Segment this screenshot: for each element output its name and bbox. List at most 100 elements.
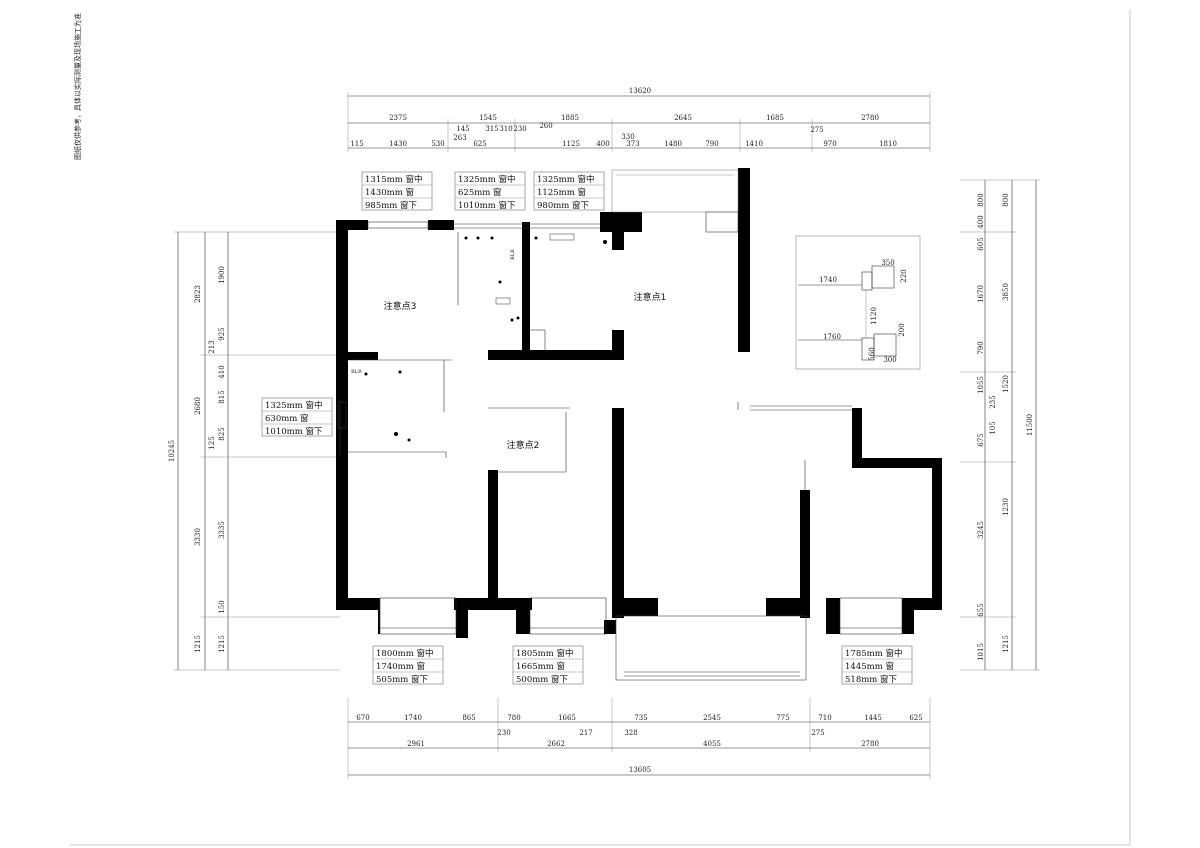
window-table-1: 1315mm 窗中 1430mm 窗 985mm 窗下: [361, 171, 433, 211]
left-overall-dim: 10245: [168, 440, 176, 462]
top-dim-260: 260: [539, 122, 552, 130]
top-dim-400: 400: [596, 140, 609, 148]
left-dim-1215: 1215: [194, 635, 202, 653]
right-dim-3245: 3245: [977, 521, 985, 539]
top-dim-1885: 1885: [561, 114, 579, 122]
table-6-row-3: 500mm 窗下: [516, 674, 569, 685]
top-dim-315: 315: [485, 125, 498, 133]
bottom-dim-217: 217: [579, 729, 592, 737]
right-dim-235: 235: [989, 395, 997, 408]
inset-dim-300: 300: [883, 356, 896, 364]
left-dim-410: 410: [218, 365, 226, 378]
bottom-dim-4055: 4055: [703, 740, 721, 748]
table-1-row-3: 985mm 窗下: [365, 200, 418, 211]
bottom-dim-1740: 1740: [404, 714, 422, 722]
top-dim-1410: 1410: [745, 140, 763, 148]
window-table-4: 1325mm 窗中 630mm 窗 1010mm 窗下: [261, 397, 333, 437]
inset-dim-350: 350: [881, 259, 894, 267]
top-dim-145: 145: [456, 125, 469, 133]
table-3-row-1: 1325mm 窗中: [537, 174, 594, 185]
right-dim-605: 605: [977, 237, 985, 250]
bottom-overall-dim: 13605: [629, 766, 651, 774]
top-dim-373: 373: [626, 140, 639, 148]
right-dim-1055: 1055: [977, 376, 985, 394]
bottom-dim-1665: 1665: [558, 714, 576, 722]
left-dim-2823: 2823: [194, 285, 202, 303]
window-table-2: 1325mm 窗中 625mm 窗 1010mm 窗下: [454, 171, 526, 211]
bottom-dim-2662: 2662: [547, 740, 565, 748]
bottom-dim-2780: 2780: [861, 740, 879, 748]
inset-detail: 1740 350 220 1120 1760 200 560 300: [795, 235, 921, 370]
top-dim-1125: 1125: [562, 140, 580, 148]
table-4-row-3: 1010mm 窗下: [265, 426, 323, 437]
top-dim-230: 230: [513, 125, 526, 133]
table-6-row-2: 1665mm 窗: [516, 661, 565, 672]
walls: [336, 168, 942, 638]
left-dim-213: 213: [208, 340, 216, 353]
bottom-dim-230: 230: [497, 729, 510, 737]
top-dim-2645: 2645: [674, 114, 692, 122]
left-dim-1900: 1900: [218, 266, 226, 284]
table-2-row-3: 1010mm 窗下: [458, 200, 516, 211]
left-dim-3335: 3335: [218, 521, 226, 539]
left-dim-2680: 2680: [194, 397, 202, 415]
left-dim-815: 815: [218, 390, 226, 403]
fixture-dots: [364, 236, 607, 442]
table-7-row-3: 518mm 窗下: [845, 674, 898, 685]
top-dim-790: 790: [705, 140, 718, 148]
window-table-7: 1785mm 窗中 1445mm 窗 518mm 窗下: [841, 645, 913, 685]
left-dim-125: 125: [208, 436, 216, 449]
left-dim-1215-inner: 1215: [218, 635, 226, 653]
table-5-row-3: 505mm 窗下: [376, 674, 429, 685]
fixture-label-2: BLB: [510, 249, 516, 260]
top-dim-1430: 1430: [389, 140, 407, 148]
table-4-row-2: 630mm 窗: [265, 413, 309, 424]
top-dim-970: 970: [823, 140, 836, 148]
top-dim-1545: 1545: [479, 114, 497, 122]
left-dimension-lines: [174, 231, 340, 671]
right-dim-1015: 1015: [977, 643, 985, 661]
window-table-6: 1805mm 窗中 1665mm 窗 500mm 窗下: [512, 645, 584, 685]
bottom-dim-2545: 2545: [703, 714, 721, 722]
right-dim-800-inner: 800: [977, 193, 985, 206]
top-dim-330: 330: [621, 133, 634, 141]
table-5-row-2: 1740mm 窗: [376, 661, 425, 672]
room-label-3: 注意点3: [384, 300, 417, 312]
top-dim-2780: 2780: [861, 114, 879, 122]
bottom-dimension-lines: [347, 698, 931, 779]
right-dim-655: 655: [977, 603, 985, 616]
top-dim-263: 263: [453, 134, 466, 142]
top-dim-115: 115: [350, 140, 363, 148]
inset-dim-560: 560: [868, 347, 876, 360]
bottom-dim-328: 328: [624, 729, 637, 737]
bottom-dim-775: 775: [776, 714, 789, 722]
inset-dim-1760: 1760: [823, 333, 841, 341]
right-overall-dim: 11500: [1026, 414, 1034, 436]
top-dim-310: 310: [499, 125, 512, 133]
table-7-row-2: 1445mm 窗: [845, 661, 894, 672]
side-note: 图纸仅供参考，具体以实际测量及现场施工为准: [73, 13, 82, 160]
table-6-row-1: 1805mm 窗中: [516, 648, 573, 659]
bottom-dim-275: 275: [811, 729, 824, 737]
table-4-row-1: 1325mm 窗中: [265, 400, 322, 411]
top-dimension-lines: [347, 92, 931, 152]
table-7-row-1: 1785mm 窗中: [845, 648, 902, 659]
bottom-dim-1445: 1445: [864, 714, 882, 722]
room-label-2: 注意点2: [507, 439, 540, 451]
right-dim-400: 400: [977, 215, 985, 228]
top-dim-275: 275: [810, 126, 823, 134]
top-overall-dim: 13620: [629, 87, 651, 95]
inset-dim-200: 200: [898, 323, 906, 336]
right-dim-1670: 1670: [977, 285, 985, 303]
top-dim-1810: 1810: [879, 140, 897, 148]
right-dim-790: 790: [977, 341, 985, 354]
table-1-row-1: 1315mm 窗中: [365, 174, 422, 185]
top-dim-1685: 1685: [766, 114, 784, 122]
table-2-row-2: 625mm 窗: [458, 187, 502, 198]
interior-lines: [337, 169, 903, 681]
inset-dim-1740: 1740: [819, 276, 837, 284]
inset-dim-220: 220: [900, 269, 908, 282]
left-dim-150: 150: [218, 600, 226, 613]
left-dim-925: 925: [218, 327, 226, 340]
